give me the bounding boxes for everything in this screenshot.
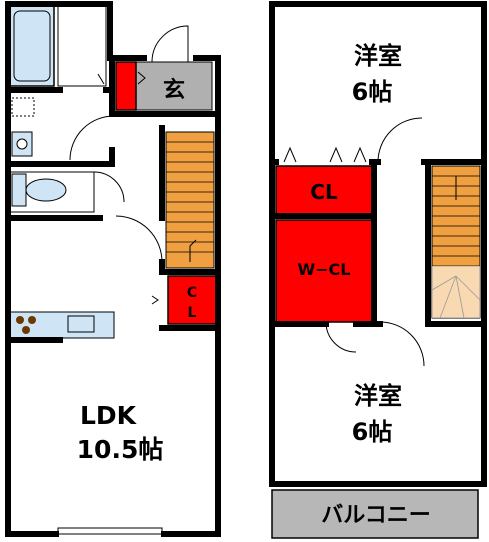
wcl-door-swing [325, 321, 357, 353]
stair-landing [432, 266, 480, 318]
stair-closet-label-bottom: L [188, 305, 197, 321]
stair-closet-door-mark [151, 295, 159, 305]
hallway-door-swing [115, 215, 163, 263]
floor-1: 玄 C L [5, 1, 221, 537]
room-bottom-size: 6帖 [352, 418, 393, 446]
stair-closet [167, 275, 217, 325]
entrance-floor [135, 61, 213, 111]
stove-burner-3 [22, 326, 30, 334]
closet-cl [275, 165, 373, 215]
shoe-box-mark [137, 71, 146, 85]
bathroom-wash-area [57, 5, 107, 87]
room-top-size: 6帖 [352, 78, 393, 106]
room-bottom-label: 洋室 [354, 382, 402, 410]
toilet-tank [11, 173, 27, 207]
balcony-label: バルコニー [321, 503, 431, 528]
bathtub-basin [13, 10, 51, 82]
stair-arrow-floor-1 [189, 239, 197, 262]
walk-in-closet-label: W−CL [298, 260, 351, 279]
floor-2: CL W−CL バルコニー [269, 1, 487, 539]
kitchen-counter [9, 311, 115, 339]
top-room-door-swing [377, 117, 423, 163]
stove-burner-1 [16, 316, 24, 324]
bottom-room-door-swing [379, 321, 425, 367]
room-top-label: 洋室 [354, 42, 402, 70]
toilet-door-swing [93, 171, 125, 203]
walk-in-closet [275, 219, 373, 323]
kitchen-sink [67, 315, 95, 333]
wash-basin-bowl [16, 138, 28, 150]
floor-1-walls [5, 1, 221, 537]
closet-cl-label: CL [310, 180, 338, 204]
washroom-door-swing [69, 115, 115, 161]
bathroom-door-mark [97, 73, 105, 85]
balcony [271, 489, 479, 539]
entrance-label: 玄 [163, 77, 185, 103]
ldk-size: 10.5帖 [77, 435, 164, 464]
stair-closet-label-top: C [187, 285, 197, 301]
toilet-bowl [25, 178, 67, 202]
floor-2-walls [269, 1, 487, 487]
closet-door-marks [283, 146, 367, 163]
stove-burner-2 [28, 316, 36, 324]
ldk-window [57, 527, 163, 535]
washing-machine-space [11, 97, 35, 117]
entrance-closet [115, 61, 137, 111]
ldk-label: LDK [80, 401, 138, 430]
front-door-swing [151, 25, 189, 63]
